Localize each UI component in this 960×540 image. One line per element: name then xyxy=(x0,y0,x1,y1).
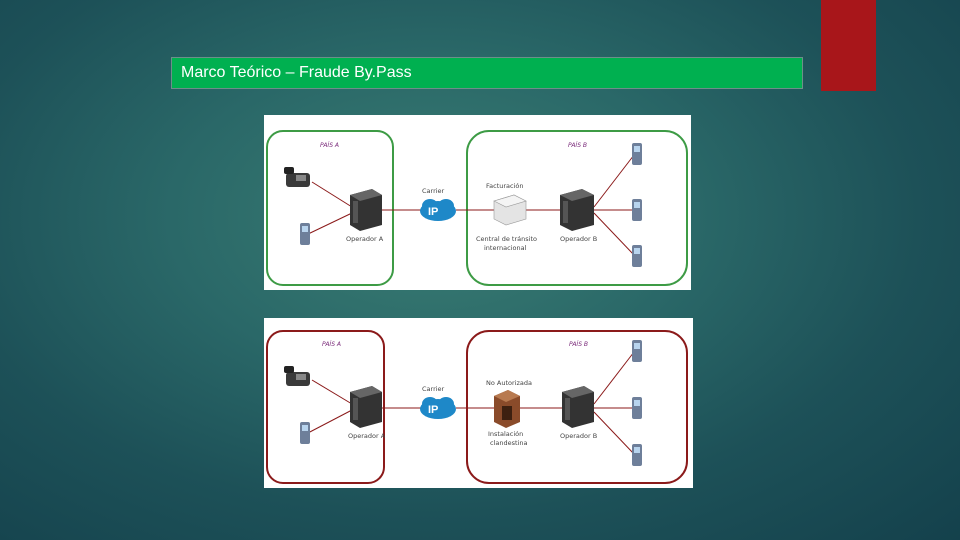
mobile-phone-icon xyxy=(632,245,642,267)
ip-label: IP xyxy=(428,206,438,218)
desk-phone-icon xyxy=(284,167,310,187)
country-a-label: PAÍS A xyxy=(322,341,341,348)
transit-switch-icon xyxy=(493,194,527,226)
server-operator-a-icon xyxy=(350,189,382,231)
install-label-line2: clandestina xyxy=(490,439,527,447)
unauthorized-label: No Autorizada xyxy=(486,379,532,387)
operator-a-label: Operador A xyxy=(348,432,386,440)
mobile-phone-icon xyxy=(632,143,642,165)
mobile-phone-icon xyxy=(632,397,642,419)
central-label-line2: internacional xyxy=(484,244,527,252)
country-b-label: PAÍS B xyxy=(568,142,587,149)
ip-cloud-icon xyxy=(420,397,456,419)
ip-cloud-icon xyxy=(420,199,456,221)
accent-red-tab xyxy=(821,0,876,91)
mobile-phone-icon xyxy=(632,444,642,466)
country-b-label: PAÍS B xyxy=(569,341,588,348)
mobile-phone-icon xyxy=(632,340,642,362)
region-country-b xyxy=(466,330,688,484)
mobile-phone-icon xyxy=(300,223,310,245)
operator-b-label: Operador B xyxy=(560,432,597,440)
carrier-label: Carrier xyxy=(422,187,445,195)
links xyxy=(305,154,635,256)
slide-title-bar: Marco Teórico – Fraude By.Pass xyxy=(171,57,803,89)
server-operator-b-icon xyxy=(562,386,594,428)
carrier-label: Carrier xyxy=(422,385,445,393)
mobile-phone-icon xyxy=(632,199,642,221)
mobile-phone-icon xyxy=(300,422,310,444)
billing-label: Facturación xyxy=(486,182,524,190)
server-operator-b-icon xyxy=(560,189,594,231)
server-operator-a-icon xyxy=(350,386,382,428)
country-a-label: PAÍS A xyxy=(320,142,339,149)
desk-phone-icon xyxy=(284,366,310,386)
clandestine-gateway-icon xyxy=(494,390,520,428)
region-country-b xyxy=(466,130,688,286)
central-label-line1: Central de tránsito xyxy=(476,235,537,243)
operator-a-label: Operador A xyxy=(346,235,384,243)
ip-label: IP xyxy=(428,404,438,416)
slide-title: Marco Teórico – Fraude By.Pass xyxy=(181,64,412,81)
region-country-a xyxy=(266,330,385,484)
diagram-legal-routing: PAÍS A PAÍS B xyxy=(264,115,691,290)
links xyxy=(305,351,635,455)
operator-b-label: Operador B xyxy=(560,235,597,243)
install-label-line1: Instalación xyxy=(488,430,523,438)
region-country-a xyxy=(266,130,394,286)
diagram-bypass-fraud: PAÍS A PAÍS B Operador A Car xyxy=(264,318,693,488)
